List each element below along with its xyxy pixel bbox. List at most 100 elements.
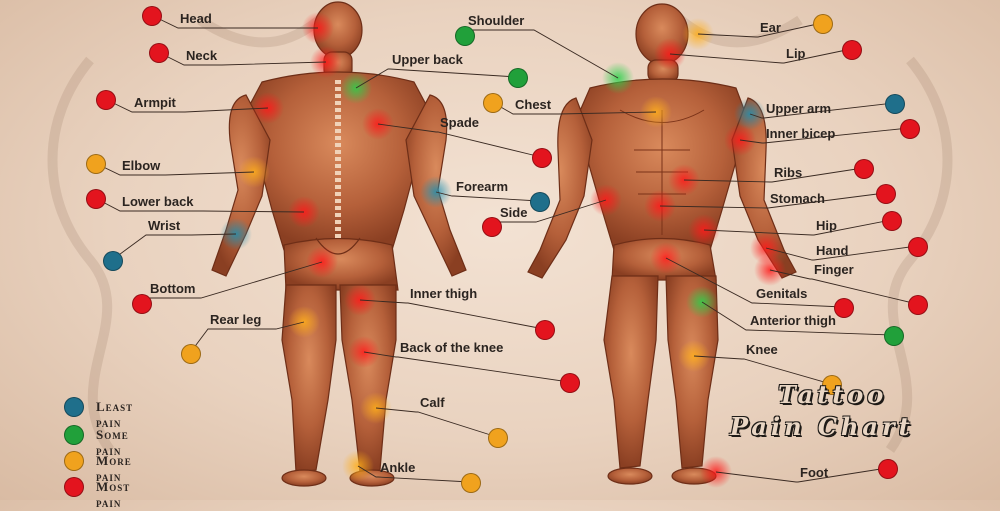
pain-dot-hip bbox=[882, 211, 902, 231]
pain-dot-elbow bbox=[86, 154, 106, 174]
pain-dot-calf bbox=[488, 428, 508, 448]
leader-line-upper-back bbox=[355, 68, 518, 89]
pain-dot-rear-leg bbox=[181, 344, 201, 364]
body-part-label-spade: Spade bbox=[440, 115, 480, 130]
pain-dot-upper-arm bbox=[885, 94, 905, 114]
pain-dot-finger bbox=[908, 295, 928, 315]
back-view-figure bbox=[211, 1, 467, 487]
body-part-label-elbow: Elbow bbox=[122, 158, 161, 173]
leader-line-calf bbox=[375, 407, 498, 438]
leader-line-ear bbox=[697, 22, 823, 38]
leader-line-armpit bbox=[104, 98, 269, 113]
leader-line-genitals bbox=[665, 257, 844, 308]
pain-dot-genitals bbox=[834, 298, 854, 318]
pain-dot-chest bbox=[483, 93, 503, 113]
leader-line-spade bbox=[377, 123, 542, 158]
body-part-label-inner-bicep: Inner bicep bbox=[766, 126, 836, 141]
leader-line-hip bbox=[703, 219, 892, 236]
body-part-label-upper-arm: Upper arm bbox=[766, 101, 832, 116]
leader-line-finger bbox=[769, 269, 918, 305]
chart-title-line-1: Tattoo bbox=[778, 380, 888, 409]
legend-label-some: Some pain bbox=[96, 427, 129, 458]
leader-line-stomach bbox=[659, 192, 886, 209]
pain-dot-inner-thigh bbox=[535, 320, 555, 340]
body-part-label-head: Head bbox=[180, 11, 212, 26]
body-part-label-finger: Finger bbox=[814, 262, 854, 277]
body-part-label-genitals: Genitals bbox=[756, 286, 808, 301]
pain-dot-shoulder bbox=[455, 26, 475, 46]
leader-line-elbow bbox=[94, 162, 255, 176]
pain-dot-armpit bbox=[96, 90, 116, 110]
pain-dot-wrist bbox=[103, 251, 123, 271]
body-part-label-rear-leg: Rear leg bbox=[210, 312, 262, 327]
pain-dot-lower-back bbox=[86, 189, 106, 209]
body-part-label-shoulder: Shoulder bbox=[468, 13, 525, 28]
leader-line-shoulder bbox=[463, 29, 619, 79]
pain-dot-upper-back bbox=[508, 68, 528, 88]
leader-line-foot bbox=[715, 467, 888, 483]
body-part-label-inner-thigh: Inner thigh bbox=[410, 286, 478, 301]
leader-line-head bbox=[150, 14, 318, 29]
body-part-label-neck: Neck bbox=[186, 48, 218, 63]
leader-line-wrist bbox=[111, 233, 237, 261]
pain-dot-stomach bbox=[876, 184, 896, 204]
body-part-label-back-of-the-knee: Back of the knee bbox=[400, 340, 504, 355]
leader-lines bbox=[94, 14, 918, 483]
chart-title-line-2: Pain Chart bbox=[730, 412, 914, 441]
leader-line-lip bbox=[669, 48, 852, 64]
legend-dot-least bbox=[64, 397, 84, 417]
pain-dot-forearm bbox=[530, 192, 550, 212]
pain-dot-anterior-thigh bbox=[884, 326, 904, 346]
pain-dot-side bbox=[482, 217, 502, 237]
pain-dot-inner-bicep bbox=[900, 119, 920, 139]
leader-line-knee bbox=[693, 355, 832, 385]
body-part-label-ear: Ear bbox=[760, 20, 781, 35]
legend-dot-some bbox=[64, 425, 84, 445]
leader-line-chest bbox=[491, 101, 657, 115]
body-part-label-side: Side bbox=[500, 205, 528, 220]
body-part-label-stomach: Stomach bbox=[770, 191, 825, 206]
body-part-label-forearm: Forearm bbox=[456, 179, 509, 194]
pain-dot-back-of-the-knee bbox=[560, 373, 580, 393]
body-part-label-lower-back: Lower back bbox=[122, 194, 194, 209]
pain-dot-foot bbox=[878, 459, 898, 479]
body-part-label-wrist: Wrist bbox=[148, 218, 181, 233]
body-part-label-upper-back: Upper back bbox=[392, 52, 463, 67]
leader-line-upper-arm bbox=[749, 102, 895, 119]
chart-artwork bbox=[47, 1, 953, 488]
leader-line-ankle bbox=[357, 465, 471, 483]
body-part-label-chest: Chest bbox=[515, 97, 552, 112]
pain-dot-spade bbox=[532, 148, 552, 168]
pain-dot-hand bbox=[908, 237, 928, 257]
pain-dot-ear bbox=[813, 14, 833, 34]
pain-dot-ankle bbox=[461, 473, 481, 493]
body-part-label-foot: Foot bbox=[800, 465, 829, 480]
legend-label-more: More pain bbox=[96, 453, 132, 484]
legend-label-least: Least pain bbox=[96, 399, 134, 430]
leader-line-inner-bicep bbox=[739, 127, 910, 144]
body-part-label-ankle: Ankle bbox=[380, 460, 416, 475]
legend-dot-most bbox=[64, 477, 84, 497]
body-part-label-calf: Calf bbox=[420, 395, 445, 410]
body-part-label-hip: Hip bbox=[816, 218, 837, 233]
leader-line-anterior-thigh bbox=[701, 301, 894, 336]
body-part-label-lip: Lip bbox=[786, 46, 806, 61]
leader-line-neck bbox=[157, 51, 327, 66]
body-part-label-anterior-thigh: Anterior thigh bbox=[750, 313, 836, 328]
pain-dot-lip bbox=[842, 40, 862, 60]
pain-dot-knee bbox=[822, 375, 842, 395]
leader-line-forearm bbox=[435, 191, 540, 202]
body-part-label-hand: Hand bbox=[816, 243, 849, 258]
body-part-label-knee: Knee bbox=[746, 342, 778, 357]
leader-line-inner-thigh bbox=[359, 299, 545, 330]
pain-dot-bottom bbox=[132, 294, 152, 314]
legend-label-most: Most pain bbox=[96, 479, 131, 510]
body-part-label-ribs: Ribs bbox=[774, 165, 803, 180]
body-part-label-armpit: Armpit bbox=[134, 95, 176, 110]
pain-dot-ribs bbox=[854, 159, 874, 179]
leader-line-lower-back bbox=[94, 197, 305, 213]
leader-line-hand bbox=[765, 245, 918, 261]
leader-line-rear-leg bbox=[189, 321, 305, 354]
body-part-label-bottom: Bottom bbox=[150, 281, 196, 296]
